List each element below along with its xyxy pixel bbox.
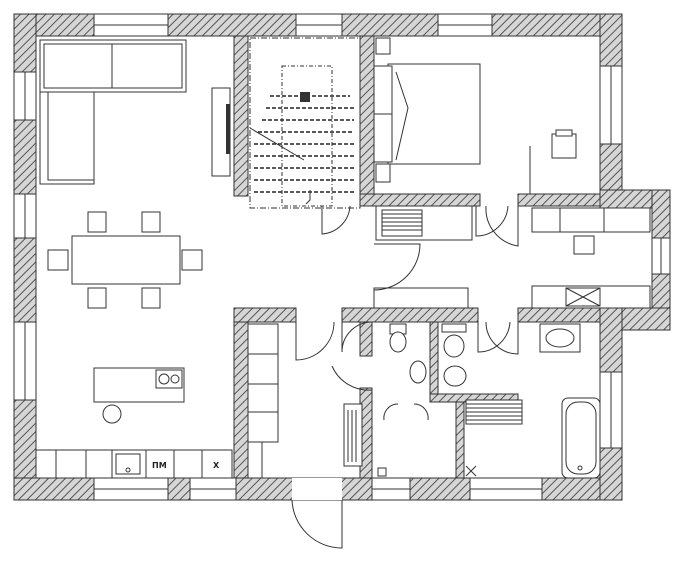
stair-arrow-head bbox=[300, 92, 310, 102]
fridge-label: Х bbox=[213, 461, 220, 470]
drain-1 bbox=[377, 467, 387, 477]
wall-bath-divider bbox=[455, 401, 465, 479]
desk-chair bbox=[573, 235, 595, 255]
bedroom bbox=[373, 37, 577, 241]
sink bbox=[545, 328, 575, 348]
wall-wc-divider bbox=[429, 321, 439, 399]
hall-shelf bbox=[373, 287, 469, 309]
wall-bedroom-bottom-right bbox=[517, 193, 601, 207]
chair-bottom-1 bbox=[87, 287, 107, 309]
sofa-cushion-2 bbox=[111, 43, 183, 89]
windows bbox=[13, 13, 671, 501]
chair-bottom-2 bbox=[141, 287, 161, 309]
tv-screen bbox=[226, 104, 230, 154]
kitchen-sink bbox=[115, 453, 141, 475]
wall-hall-left bbox=[233, 307, 249, 479]
main-bathroom bbox=[539, 323, 601, 479]
closet bbox=[247, 323, 279, 478]
door-bath2 bbox=[485, 321, 519, 355]
bidet-tank bbox=[441, 323, 467, 333]
wall-wc-left bbox=[359, 321, 373, 357]
sofa bbox=[39, 39, 187, 185]
chair-top-1 bbox=[87, 211, 107, 233]
small-basin bbox=[409, 360, 427, 384]
bathtub-inner bbox=[565, 401, 597, 475]
bidet bbox=[443, 334, 465, 358]
bed bbox=[387, 63, 481, 165]
door-double bbox=[383, 403, 429, 421]
radiator bbox=[343, 403, 363, 467]
pillow-1 bbox=[373, 65, 393, 115]
kitchen-island bbox=[93, 367, 185, 424]
dining-table bbox=[71, 235, 181, 285]
closet-unit bbox=[247, 323, 279, 443]
wall-bedroom-bottom bbox=[359, 193, 481, 207]
door-hall-lower bbox=[295, 321, 335, 361]
radiator-body bbox=[343, 403, 363, 467]
tv-unit bbox=[211, 87, 231, 177]
wc bbox=[389, 323, 467, 387]
toilet-bowl bbox=[389, 331, 407, 353]
door-corridor bbox=[331, 365, 373, 391]
nightstand-bottom bbox=[375, 163, 391, 183]
wall-bath2-top bbox=[517, 307, 601, 323]
desk bbox=[531, 207, 651, 233]
office bbox=[531, 207, 651, 309]
sofa-chaise-cushion bbox=[47, 91, 95, 181]
chair-top-2 bbox=[141, 211, 161, 233]
dining-set bbox=[47, 211, 203, 309]
door-entrance bbox=[291, 499, 343, 549]
dishwasher-label: ПМ bbox=[152, 461, 167, 470]
entrance-opening bbox=[292, 478, 342, 500]
pillow-2 bbox=[373, 113, 393, 163]
shower bbox=[377, 399, 523, 477]
door-hall bbox=[373, 243, 421, 291]
nightstand-top bbox=[375, 37, 391, 55]
interior-walls bbox=[233, 35, 601, 479]
door-stair bbox=[321, 205, 351, 235]
wall-stair-left bbox=[233, 35, 249, 197]
staircase bbox=[249, 37, 361, 209]
armchair bbox=[551, 133, 577, 159]
stair-outline bbox=[249, 37, 361, 209]
doors bbox=[291, 205, 519, 549]
wall-stair-right bbox=[359, 35, 375, 197]
stair-upper-run bbox=[281, 65, 333, 207]
armchair-back bbox=[555, 129, 573, 137]
chair-left bbox=[47, 249, 69, 271]
kitchen-counter: ПМ Х bbox=[35, 449, 233, 479]
chair-right bbox=[181, 249, 203, 271]
wall-hall-top bbox=[233, 307, 297, 323]
door-bath bbox=[477, 321, 511, 353]
door-office bbox=[485, 205, 519, 247]
stool bbox=[102, 404, 122, 424]
door-wc bbox=[341, 321, 373, 353]
sofa-cushion-1 bbox=[43, 43, 113, 89]
toilet-2 bbox=[443, 365, 467, 387]
door-bedroom bbox=[475, 205, 509, 237]
wall-bath-top bbox=[341, 307, 479, 323]
